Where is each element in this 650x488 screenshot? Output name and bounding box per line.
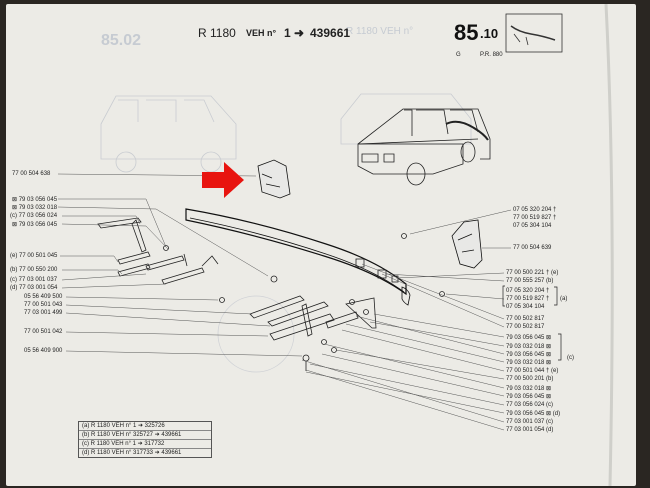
legend-row: (d) R 1180 VEH n° 317733 ➜ 439661 bbox=[79, 448, 211, 457]
part-number-label: (c) 77 03 001 037 bbox=[10, 277, 58, 283]
left-overrider bbox=[257, 159, 291, 199]
part-number-label: 79 03 056 045 ⊠ bbox=[506, 352, 552, 358]
part-number-label: (c) bbox=[567, 355, 574, 361]
legend-table: (a) R 1180 VEH n° 1 ➜ 325726 (b) R 1180 … bbox=[78, 421, 212, 458]
part-number-label: 77 00 502 817 bbox=[506, 316, 545, 322]
ghost-car-right bbox=[340, 93, 472, 145]
part-number-label: 05 56 409 900 bbox=[24, 348, 63, 354]
part-number-label: 77 00 519 827 † bbox=[513, 215, 557, 221]
part-number-label: 79 03 056 045 ⊠ (d) bbox=[506, 411, 561, 417]
center-bracket-parts bbox=[249, 233, 445, 371]
header-serial-ref: 1 ➜ bbox=[284, 26, 305, 40]
part-number-label: 07 05 304 104 bbox=[513, 223, 552, 229]
leader-lines-left bbox=[57, 173, 303, 357]
header-model: R 1180 bbox=[198, 26, 236, 40]
page-fold bbox=[604, 4, 614, 486]
part-number-label: ⊠ 79 03 032 018 bbox=[12, 205, 58, 211]
part-number-label: 07 05 320 204 † bbox=[513, 207, 557, 213]
part-number-label: 77 00 504 638 bbox=[12, 171, 51, 177]
part-number-label: 79 03 032 018 ⊠ bbox=[506, 360, 552, 366]
part-number-label: 77 00 500 221 † (e) bbox=[506, 270, 559, 276]
part-number-label: 79 03 032 018 ⊠ bbox=[506, 344, 552, 350]
ghost-car-left bbox=[100, 95, 237, 173]
thumbnail-frame bbox=[505, 13, 563, 53]
right-overrider bbox=[451, 219, 483, 269]
pr-code: P.R. 880 bbox=[480, 52, 503, 58]
part-number-label: (c) 77 03 056 024 bbox=[10, 213, 58, 219]
part-number-label: 05 56 409 500 bbox=[24, 294, 63, 300]
section-sub: .10 bbox=[480, 26, 499, 41]
part-number-label: 79 03 032 018 ⊠ bbox=[506, 386, 552, 392]
part-number-label: 07 05 304 104 bbox=[506, 304, 545, 310]
part-number-label: 77 03 001 037 (c) bbox=[506, 419, 554, 425]
ghost-header: R 1180 VEH n° bbox=[346, 26, 414, 37]
part-number-label: (a) bbox=[560, 296, 568, 302]
part-number-label: ⊠ 79 03 056 045 bbox=[12, 197, 58, 203]
part-number-label: 77 00 502 817 bbox=[506, 324, 545, 330]
part-number-label: 77 00 504 639 bbox=[513, 245, 552, 251]
thumbnail-brackets bbox=[513, 33, 529, 46]
part-number-label: 77 03 001 499 bbox=[24, 310, 63, 316]
ghost-section-number: 85.02 bbox=[101, 32, 142, 49]
right-group-brackets bbox=[502, 285, 562, 361]
g-mark: G bbox=[456, 52, 461, 58]
legend-row: (b) R 1180 VEH n° 325727 ➜ 439661 bbox=[79, 430, 211, 439]
legend-row: (a) R 1180 VEH n° 1 ➜ 325726 bbox=[82, 423, 165, 429]
part-number-label: 77 00 519 827 † bbox=[506, 296, 550, 302]
part-number-label: ⊠ 79 03 056 045 bbox=[12, 222, 58, 228]
left-bracket-parts bbox=[97, 217, 278, 303]
part-number-label: 07 05 320 204 † bbox=[506, 288, 550, 294]
part-number-label: 77 03 056 024 (c) bbox=[506, 402, 554, 408]
part-number-label: 77 00 501 042 bbox=[24, 329, 63, 335]
legend-row: (c) R 1180 VEH n° 1 ➜ 317732 bbox=[79, 439, 211, 448]
thumbnail-bumper bbox=[510, 25, 556, 41]
ghost-wheel bbox=[217, 295, 295, 373]
exploded-diagram bbox=[57, 4, 614, 486]
bumper-bar bbox=[185, 208, 411, 306]
part-number-label: 77 03 001 054 (d) bbox=[506, 427, 554, 433]
part-number-label: 77 00 501 043 bbox=[24, 302, 63, 308]
section-number: 85 bbox=[454, 20, 479, 45]
part-number-label: 79 03 056 045 ⊠ bbox=[506, 335, 552, 341]
part-number-label: 77 00 555 257 (b) bbox=[506, 278, 554, 284]
parts-catalog-page: R 1180 VEH n° 85.02 R 1180 VEH n° 1 ➜ 43… bbox=[6, 4, 636, 486]
leader-lines-right bbox=[301, 209, 512, 431]
part-number-label: (e) 77 00 501 045 bbox=[10, 253, 58, 259]
highlight-arrow bbox=[202, 162, 244, 198]
part-number-label: (b) 77 00 550 200 bbox=[10, 267, 58, 273]
header-serial-number: 439661 bbox=[310, 26, 351, 40]
header-veh-label: VEH n° bbox=[246, 28, 277, 38]
car-illustration bbox=[357, 108, 491, 186]
part-number-label: 77 00 501 044 † (e) bbox=[506, 368, 559, 374]
part-number-label: 77 00 500 201 (b) bbox=[506, 376, 554, 382]
part-number-label: 79 03 056 045 ⊠ bbox=[506, 394, 552, 400]
part-number-label: (d) 77 03 001 054 bbox=[10, 285, 58, 291]
